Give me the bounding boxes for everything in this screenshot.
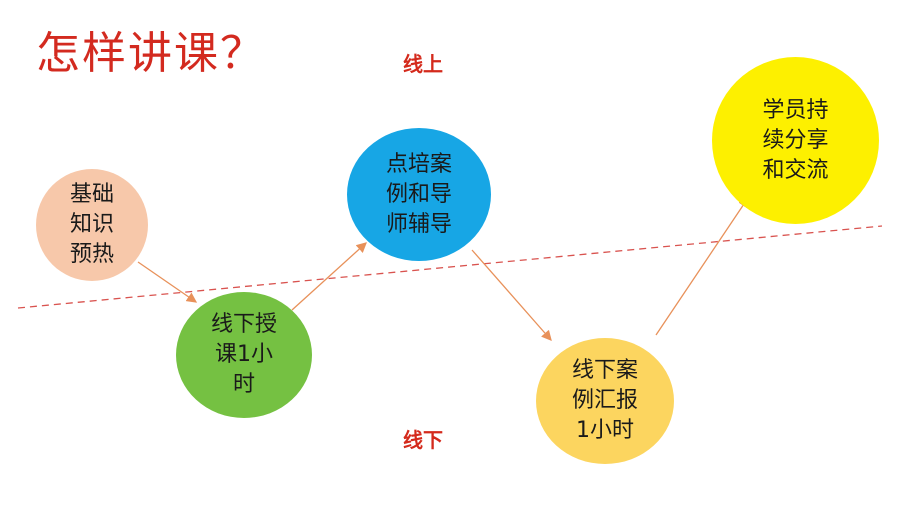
node-label: 基础 知识 预热 [69,182,114,267]
page-title: 怎样讲课？ [36,28,266,79]
node-label: 点培案 例和导 师辅导 [385,151,452,237]
online-offline-divider [17,225,883,309]
arrow-2-to-3 [291,242,367,311]
arrow-4-to-5 [655,196,749,336]
zone-label-offline: 线下 [403,428,443,452]
node-case-coaching: 点培案 例和导 师辅导 [347,128,491,261]
node-offline-lecture: 线下授 课1小 时 [176,292,312,418]
zone-label-online: 线上 [403,52,443,76]
arrow-3-to-4 [471,249,552,341]
node-knowledge-warmup: 基础 知识 预热 [36,169,148,281]
node-label: 学员持 续分享 和交流 [762,97,829,183]
node-label: 线下授 课1小 时 [210,312,277,397]
node-label: 线下案 例汇报 1小时 [571,358,638,443]
node-continuous-sharing: 学员持 续分享 和交流 [712,57,879,224]
arrow-1-to-2 [137,261,198,303]
node-offline-case-report: 线下案 例汇报 1小时 [536,338,674,464]
